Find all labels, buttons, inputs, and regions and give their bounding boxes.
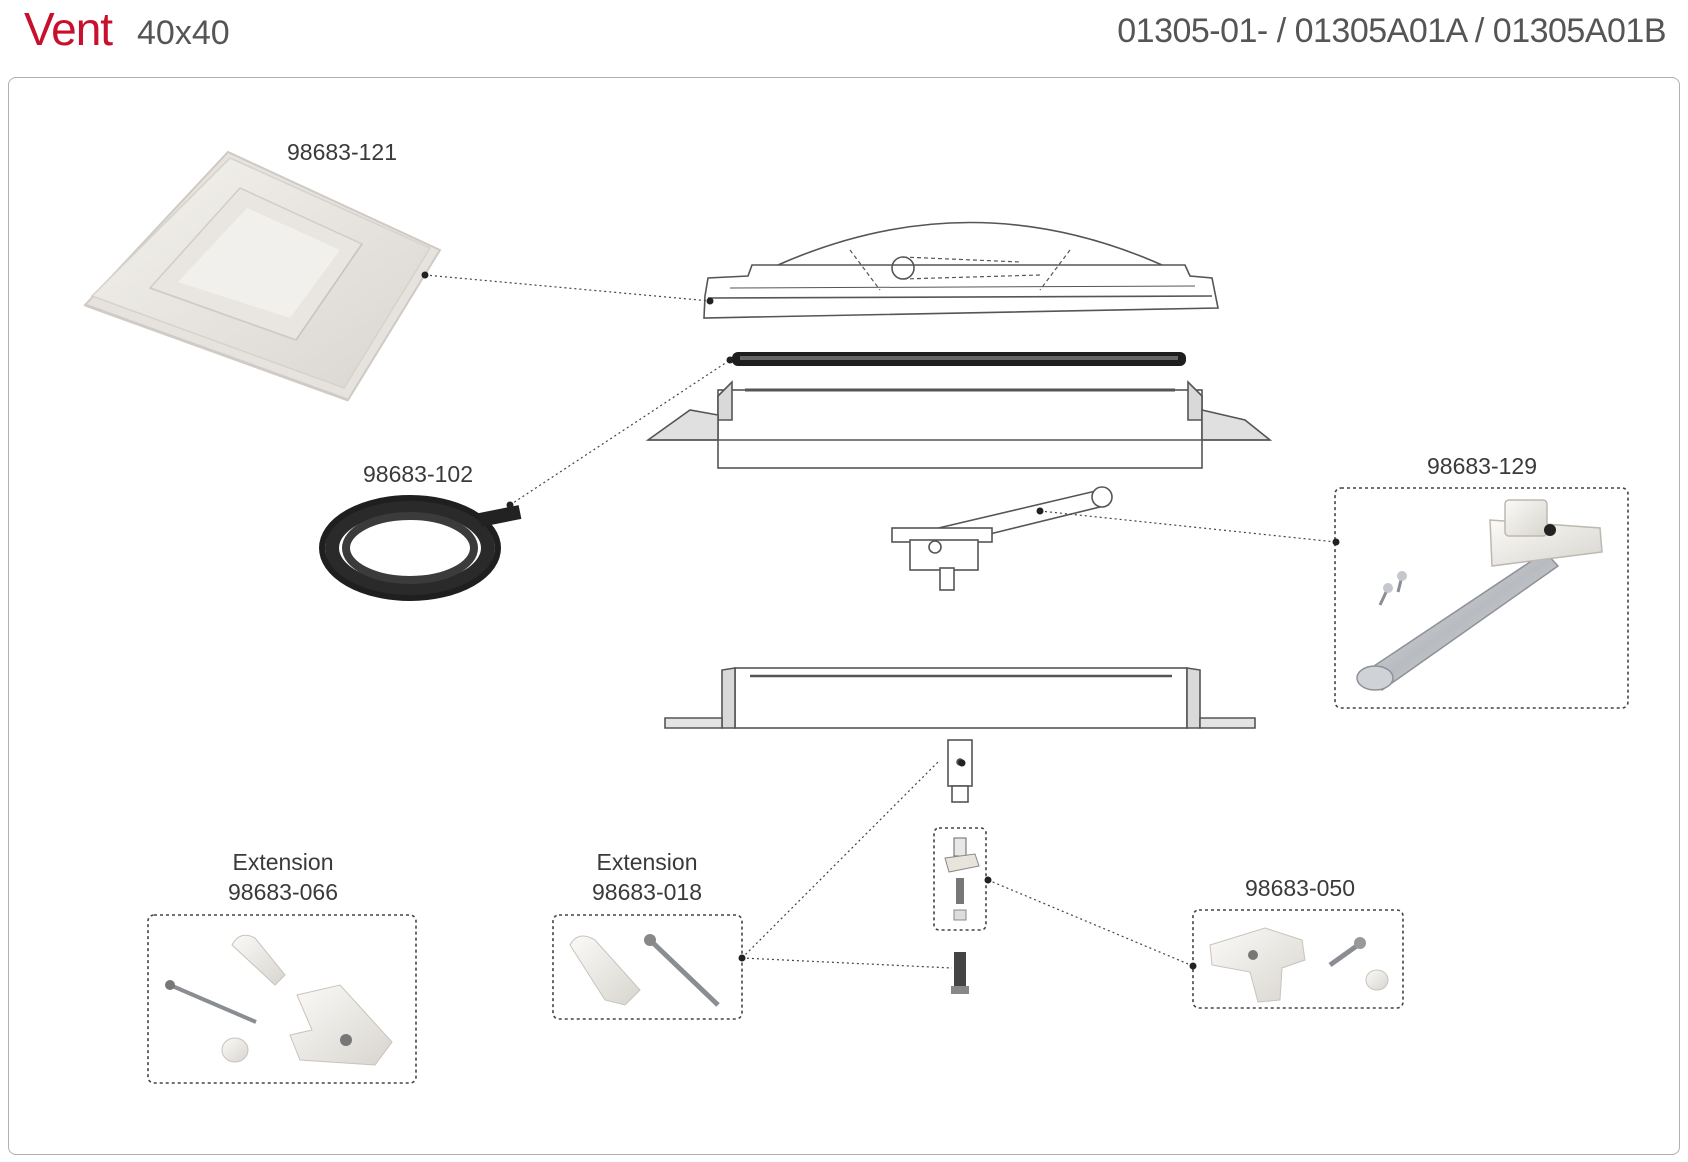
cover-image bbox=[83, 150, 442, 402]
leader-dots bbox=[421, 271, 1340, 970]
handle-box bbox=[1192, 909, 1404, 1009]
leader-lines bbox=[424, 274, 1337, 969]
ext-066-image bbox=[165, 934, 393, 1066]
label-ext-066-number: 98683-066 bbox=[228, 879, 338, 905]
title-vent: Vent bbox=[24, 3, 113, 55]
seal-strip-drawing bbox=[732, 352, 1186, 366]
crank-drawing bbox=[891, 486, 1113, 591]
title-size: 40x40 bbox=[137, 14, 230, 52]
diagram-frame bbox=[8, 77, 1680, 1155]
label-seal: 98683-102 bbox=[363, 461, 473, 487]
label-crank-arm: 98683-129 bbox=[1427, 453, 1537, 479]
label-ext-018-number: 98683-018 bbox=[592, 879, 702, 905]
drive-parts-box bbox=[933, 827, 987, 931]
label-ext-018-title: Extension bbox=[596, 849, 697, 875]
ext-018-image bbox=[569, 934, 720, 1007]
crank-arm-box bbox=[1334, 487, 1629, 709]
dome-lid-drawing bbox=[703, 221, 1219, 319]
header-part-numbers: 01305-01- / 01305A01A / 01305A01B bbox=[1117, 12, 1666, 50]
seal-coil-image bbox=[319, 495, 522, 601]
label-cover: 98683-121 bbox=[287, 139, 397, 165]
drive-coupler-drawing bbox=[947, 739, 973, 803]
label-ext-066-title: Extension bbox=[232, 849, 333, 875]
ext-066-box bbox=[147, 914, 417, 1084]
lower-frame-drawing bbox=[664, 667, 1256, 729]
label-handle: 98683-050 bbox=[1245, 875, 1355, 901]
screw-drawing bbox=[951, 952, 969, 994]
upper-frame-drawing bbox=[645, 380, 1273, 469]
crank-arm-image bbox=[1356, 499, 1603, 691]
handle-image bbox=[1209, 927, 1389, 1003]
